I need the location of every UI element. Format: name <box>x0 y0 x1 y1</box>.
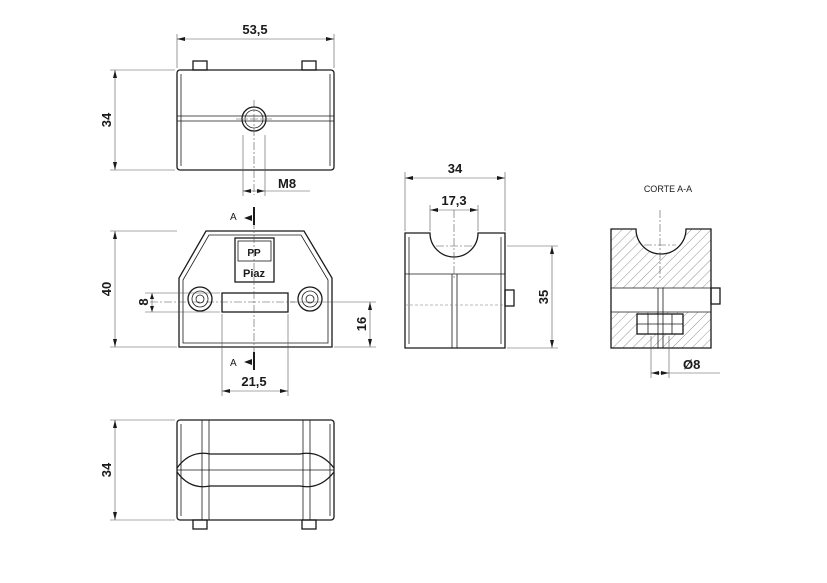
brand-logo: PP Piaz <box>234 237 275 283</box>
top-width-dimension: 53,5 <box>176 22 335 68</box>
front-height-dimension: 40 <box>99 230 177 348</box>
bottom-height-label: 34 <box>99 462 114 477</box>
thread-dimension: M8 <box>242 135 310 196</box>
side-width-label: 34 <box>448 161 463 176</box>
section-title: CORTE A-A <box>644 184 692 194</box>
bottom-height-dimension: 34 <box>99 419 175 521</box>
top-height-label: 34 <box>99 112 114 127</box>
side-width-dimension: 34 <box>404 161 506 231</box>
top-width-label: 53,5 <box>242 22 267 37</box>
section-marker-top: A <box>230 212 237 223</box>
bottom-view <box>176 419 335 530</box>
bore-dimension: 17,3 <box>429 193 479 231</box>
front-view <box>150 230 333 348</box>
section-view: CORTE A-A <box>610 184 721 349</box>
top-view <box>176 60 335 195</box>
hole-diameter-dimension: Ø8 <box>650 336 720 378</box>
slot-height-label: 8 <box>136 298 151 305</box>
slot-width-dimension: 21,5 <box>221 314 289 396</box>
section-line-a: A A <box>230 207 255 370</box>
slot-height-dimension: 8 <box>136 292 220 313</box>
section-marker-bottom: A <box>230 358 237 369</box>
side-height-label: 35 <box>536 290 551 304</box>
slot-width-label: 21,5 <box>241 374 266 389</box>
hole-diameter-label: Ø8 <box>683 357 700 372</box>
front-height-label: 40 <box>99 282 114 296</box>
slot-offset-dimension: 16 <box>290 301 376 348</box>
bore-label: 17,3 <box>441 193 466 208</box>
thread-label: M8 <box>278 176 296 191</box>
side-view <box>404 210 515 349</box>
side-height-dimension: 35 <box>507 245 558 349</box>
top-height-dimension: 34 <box>99 69 175 171</box>
slot-offset-label: 16 <box>354 317 369 331</box>
